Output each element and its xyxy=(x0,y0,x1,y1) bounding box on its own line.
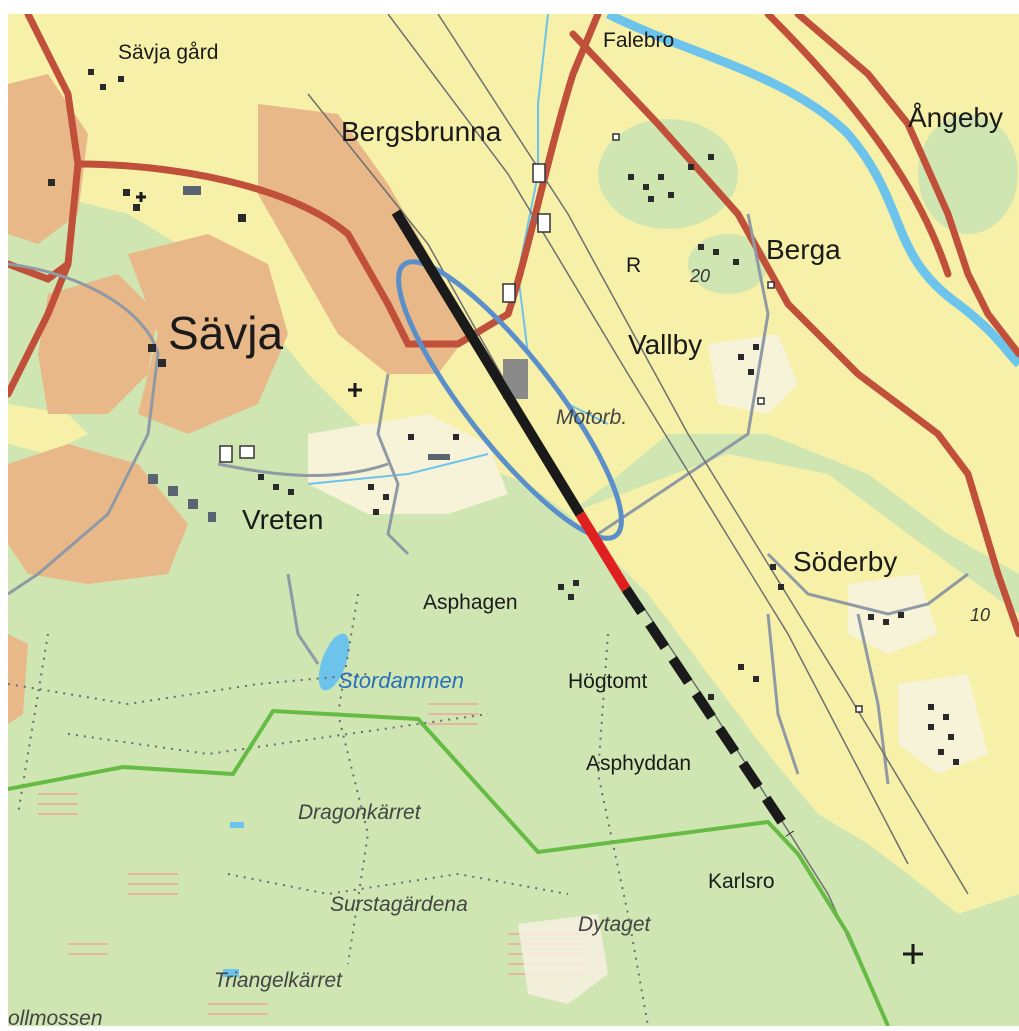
buildings xyxy=(48,69,959,765)
label-triangelkarret: Triangelkärret xyxy=(214,969,343,992)
track-black-solid xyxy=(391,209,585,517)
pond-dragonkarret xyxy=(230,822,244,828)
map-symbols xyxy=(136,192,923,964)
label-asphyddan: Asphyddan xyxy=(586,752,691,775)
label-r-marker: R xyxy=(626,254,641,277)
track-red-segment xyxy=(575,511,631,592)
label-bergsbrunna: Bergsbrunna xyxy=(341,116,502,147)
highlight-ellipse xyxy=(396,259,624,541)
label-asphagen: Asphagen xyxy=(423,591,518,614)
green-patch-north xyxy=(598,119,738,229)
open-land-east xyxy=(568,454,1019,914)
label-falebro: Falebro xyxy=(603,29,674,52)
clearing-south xyxy=(518,914,608,1004)
urban-bergsbrunna xyxy=(258,104,468,374)
label-dragonkarret: Dragonkärret xyxy=(298,801,422,824)
urban-west-strip xyxy=(8,634,28,724)
track-black-dashed xyxy=(621,586,795,837)
green-patch-berga xyxy=(688,234,768,294)
spot-height-10: 10 xyxy=(970,605,990,625)
topographic-map[interactable]: Sävja gård Falebro Ångeby Bergsbrunna Be… xyxy=(4,9,1019,1030)
label-ollmossen: ollmossen xyxy=(8,1007,103,1026)
label-surstagardena: Surstagärdena xyxy=(330,893,468,916)
boundary-line xyxy=(7,708,890,1027)
residential-karlsro xyxy=(898,674,988,774)
label-savja-gard: Sävja gård xyxy=(118,41,218,64)
secondary-roads xyxy=(7,213,969,785)
open-land-small xyxy=(8,404,88,454)
urban-savja-center xyxy=(128,234,288,434)
map-canvas: Sävja gård Falebro Ångeby Bergsbrunna Be… xyxy=(4,9,1019,1030)
outlined-buildings xyxy=(219,133,863,713)
urban-southwest xyxy=(8,444,188,584)
label-soderby: Söderby xyxy=(793,546,897,577)
urban-savja-west xyxy=(38,274,158,414)
label-vreten: Vreten xyxy=(242,504,323,535)
label-karlsro: Karlsro xyxy=(708,870,775,893)
pond-triangelkarret xyxy=(223,969,239,977)
label-vallby: Vallby xyxy=(628,329,702,360)
lake-stordammen xyxy=(318,633,350,691)
label-motorb: Motorb. xyxy=(556,406,627,429)
road-network xyxy=(4,10,1019,638)
label-angeby: Ångeby xyxy=(908,102,1003,133)
label-berga: Berga xyxy=(766,234,841,265)
forest-paths xyxy=(7,593,649,1027)
label-savja: Sävja xyxy=(168,307,283,359)
spot-height-20: 20 xyxy=(689,266,710,286)
label-dytaget: Dytaget xyxy=(578,913,652,936)
river xyxy=(605,9,1019,368)
label-hogtomt: Högtomt xyxy=(568,670,648,693)
label-stordammen: Stordammen xyxy=(338,668,464,693)
